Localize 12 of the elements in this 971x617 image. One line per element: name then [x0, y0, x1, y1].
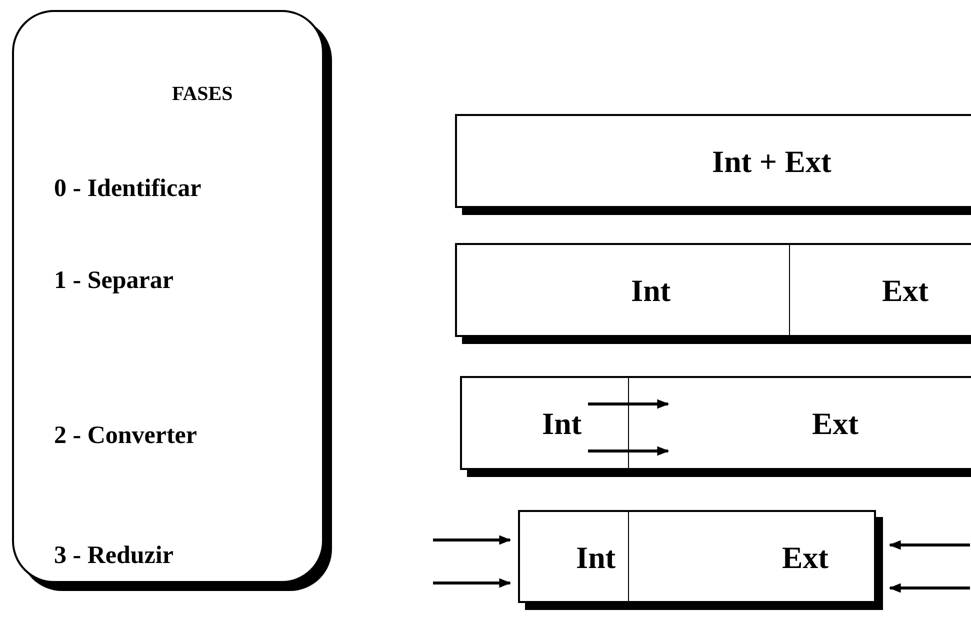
- phase-label: 2 - Converter: [54, 423, 197, 448]
- bar-label: Ext: [782, 542, 828, 573]
- bar-label: Ext: [812, 408, 858, 439]
- bar-label: Int + Ext: [712, 146, 832, 177]
- panel-heading: FASES: [172, 84, 233, 104]
- bar-label: Ext: [882, 275, 928, 306]
- bar-label: Int: [542, 408, 582, 439]
- phase-label: 3 - Reduzir: [54, 543, 174, 568]
- bar-label: Int: [576, 542, 616, 573]
- phase-label: 0 - Identificar: [54, 176, 202, 201]
- bar-label: Int: [631, 275, 671, 306]
- phase-label: 1 - Separar: [54, 268, 174, 293]
